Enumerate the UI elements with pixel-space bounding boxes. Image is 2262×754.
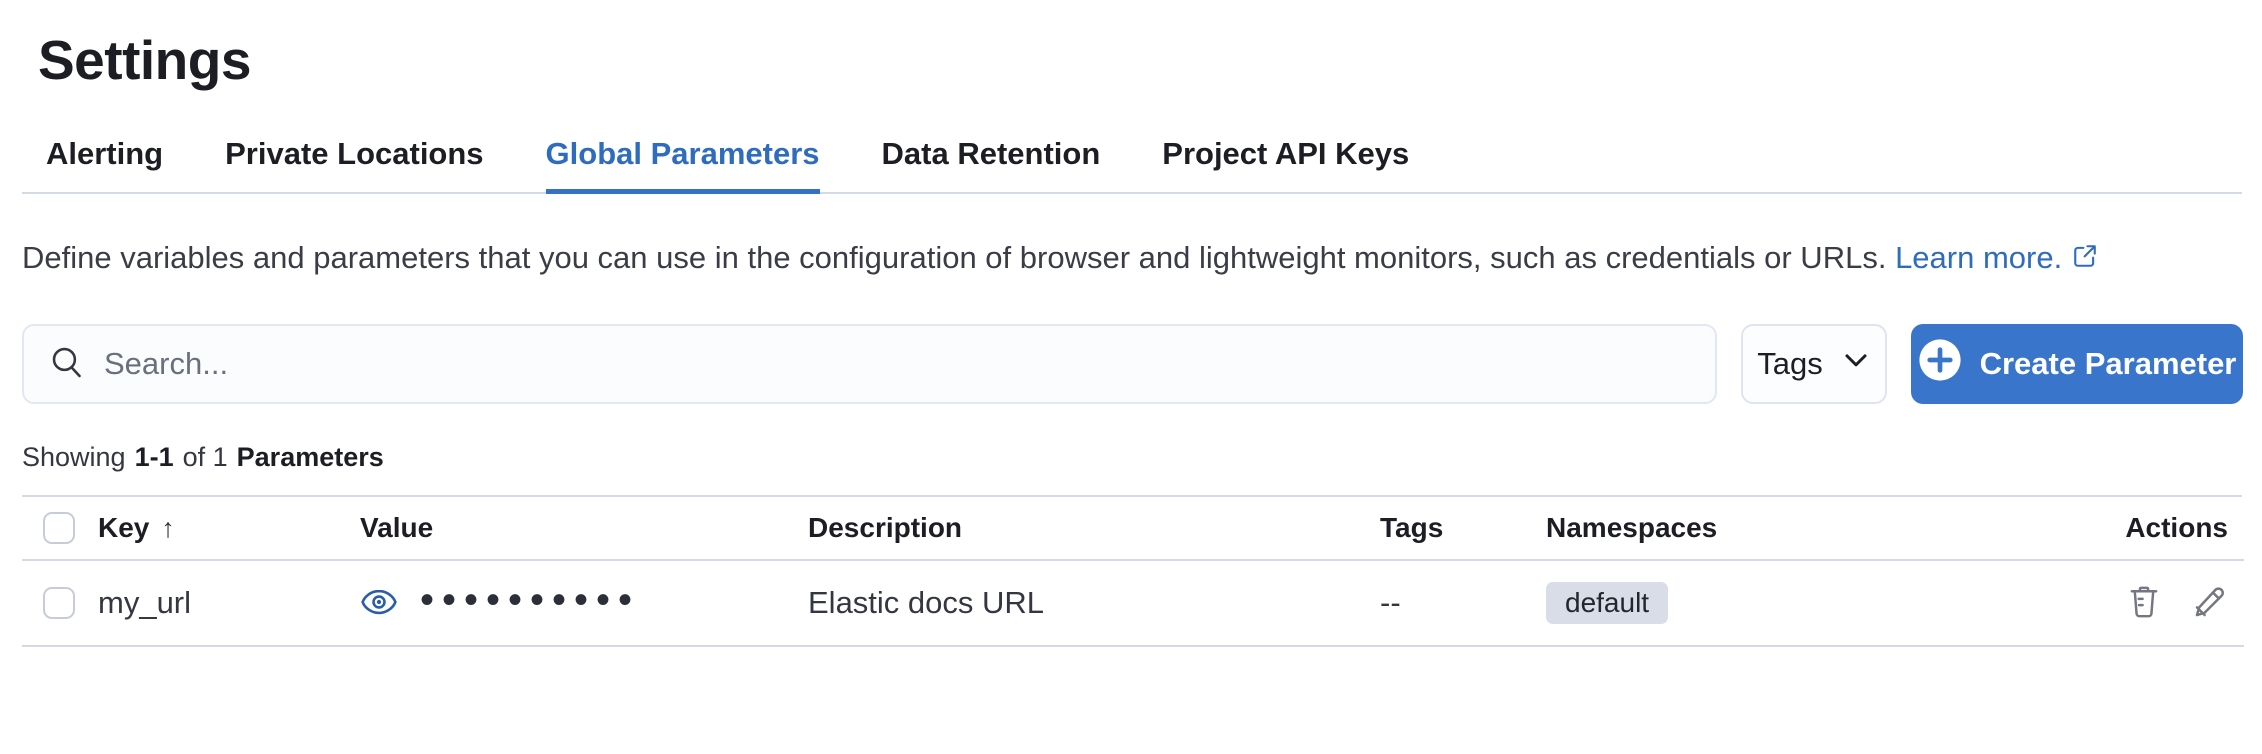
edit-parameter-button[interactable]	[2192, 584, 2228, 623]
summary-of: of 1	[182, 442, 228, 473]
page-title: Settings	[38, 29, 251, 91]
create-parameter-button[interactable]: Create Parameter	[1911, 324, 2243, 405]
delete-parameter-button[interactable]	[2126, 584, 2162, 623]
masked-value: ••••••••••	[420, 578, 641, 623]
chevron-down-icon	[1841, 345, 1871, 383]
tab-private-locations[interactable]: Private Locations	[225, 136, 484, 171]
parameter-key-cell: my_url	[98, 585, 192, 621]
tags-filter-label: Tags	[1757, 346, 1823, 382]
trash-icon	[2126, 584, 2162, 623]
parameter-namespaces-cell: default	[1526, 582, 2086, 625]
column-header-value: Value	[360, 512, 434, 544]
search-box[interactable]	[22, 324, 1717, 405]
search-input[interactable]	[104, 346, 1689, 383]
learn-more-link[interactable]: Learn more.	[1895, 240, 2098, 275]
summary-entity: Parameters	[236, 442, 384, 473]
eye-icon	[360, 583, 398, 624]
column-header-tags: Tags	[1380, 512, 1444, 544]
parameters-table: Key ↑ Value Description Tags Namespaces …	[22, 497, 2244, 648]
table-row: my_url •••••••••• Elastic docs URL -- de	[22, 561, 2244, 648]
table-header-row: Key ↑ Value Description Tags Namespaces …	[22, 497, 2244, 562]
tab-alerting[interactable]: Alerting	[46, 136, 164, 171]
parameter-actions-cell	[2086, 584, 2244, 623]
select-all-checkbox[interactable]	[43, 512, 75, 545]
column-header-description: Description	[808, 512, 963, 544]
create-parameter-label: Create Parameter	[1979, 346, 2237, 382]
parameter-value-cell: ••••••••••	[340, 578, 788, 624]
tab-data-retention[interactable]: Data Retention	[881, 136, 1101, 171]
column-key-label: Key	[98, 512, 150, 544]
tags-filter-button[interactable]: Tags	[1741, 324, 1887, 405]
settings-tabs: Alerting Private Locations Global Parame…	[22, 136, 2242, 194]
summary-range: 1-1	[134, 442, 174, 473]
page-description: Define variables and parameters that you…	[22, 234, 2242, 282]
tab-global-parameters[interactable]: Global Parameters	[545, 136, 820, 194]
description-text: Define variables and parameters that you…	[22, 240, 1887, 275]
external-link-icon	[2072, 235, 2098, 267]
tab-project-api-keys[interactable]: Project API Keys	[1162, 136, 1410, 171]
parameter-tags-cell: --	[1380, 585, 1401, 621]
parameters-toolbar: Tags Create Parameter	[22, 324, 2243, 405]
parameter-description-cell: Elastic docs URL	[808, 585, 1045, 621]
pencil-icon	[2192, 584, 2228, 623]
sort-ascending-icon: ↑	[161, 512, 175, 543]
namespace-badge: default	[1546, 582, 1669, 625]
column-header-namespaces: Namespaces	[1546, 512, 1718, 544]
summary-showing: Showing	[22, 442, 126, 473]
column-header-key[interactable]: Key ↑	[78, 512, 340, 544]
summary-divider	[22, 495, 2242, 498]
plus-in-circle-icon	[1918, 338, 1962, 390]
search-icon	[50, 345, 84, 384]
results-summary: Showing 1-1 of 1 Parameters	[22, 442, 2242, 473]
row-select-checkbox[interactable]	[43, 587, 75, 620]
column-header-actions: Actions	[2125, 512, 2228, 544]
learn-more-label: Learn more.	[1895, 240, 2063, 275]
reveal-value-button[interactable]	[360, 583, 398, 624]
